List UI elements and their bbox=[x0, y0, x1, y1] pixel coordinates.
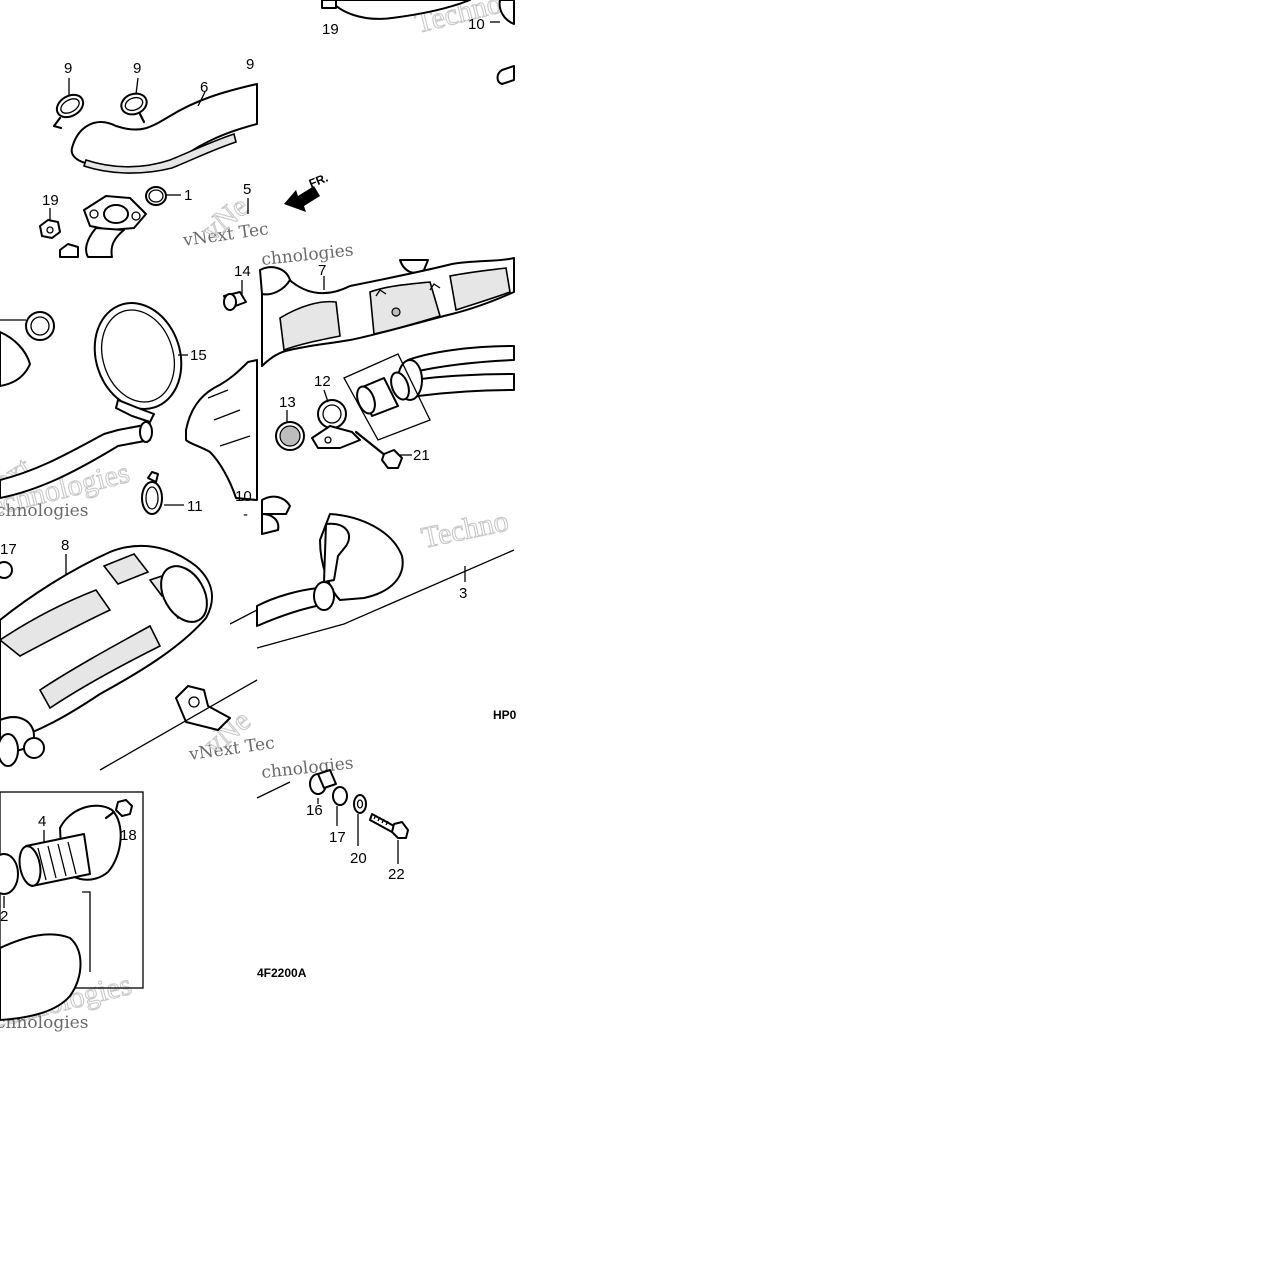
part-label-1: 1 bbox=[184, 187, 192, 204]
part-label-7: 7 bbox=[318, 262, 326, 279]
gasket-part bbox=[0, 853, 19, 895]
watermark-text: chnologies bbox=[260, 753, 354, 783]
washer-part bbox=[332, 786, 348, 806]
tile-top-left bbox=[39, 77, 258, 258]
tile-lower-left bbox=[0, 544, 258, 771]
drawing-code: 4F2200A bbox=[257, 966, 307, 980]
part-label-17: 17 bbox=[329, 829, 346, 846]
muffler-band-part bbox=[93, 302, 183, 423]
exhaust-flange-part bbox=[83, 195, 147, 258]
part-label-19: 19 bbox=[322, 21, 339, 38]
part-label-3: 3 bbox=[459, 585, 467, 602]
spark-arrester-part bbox=[18, 804, 122, 887]
watermark-text: Techno bbox=[419, 504, 512, 555]
part-label-2: 2 bbox=[0, 908, 8, 925]
exhaust-pipe-part bbox=[70, 83, 258, 174]
part-label-layer: 9 9 9 6 19 19 1 5 10 14 7 15 12 13 21 11… bbox=[0, 16, 517, 980]
bolt-part bbox=[354, 430, 403, 469]
tile-center bbox=[259, 257, 515, 515]
part-label-15: 15 bbox=[190, 347, 207, 364]
part-label-12: 12 bbox=[314, 373, 331, 390]
part-label-22: 22 bbox=[388, 866, 405, 883]
part-label-17: 17 bbox=[0, 541, 17, 558]
hose-clamp-part bbox=[120, 92, 148, 124]
front-direction-arrow bbox=[284, 186, 320, 212]
muffler-clamp-part bbox=[311, 399, 361, 449]
part-label-21: 21 bbox=[413, 447, 430, 464]
part-label-14: 14 bbox=[234, 263, 251, 280]
part-label-4: 4 bbox=[38, 813, 46, 830]
part-label-9: 9 bbox=[133, 60, 141, 77]
pipe-joint-part bbox=[356, 371, 410, 417]
watermark-text: chnologies bbox=[260, 240, 354, 270]
direction-label: FR. bbox=[307, 171, 330, 191]
tile-bottom-left bbox=[0, 791, 144, 1021]
exhaust-pipe-part bbox=[0, 421, 153, 499]
drawing-code: HP0 bbox=[493, 708, 517, 722]
hose-clamp-part bbox=[23, 737, 45, 759]
part-label-dash: - bbox=[243, 506, 248, 523]
hose-clamp-part bbox=[52, 93, 85, 130]
part-label-19: 19 bbox=[42, 192, 59, 209]
part-label-8: 8 bbox=[61, 537, 69, 554]
part-label-9: 9 bbox=[64, 60, 72, 77]
part-label-6: 6 bbox=[200, 79, 208, 96]
tile-bottom-middle bbox=[256, 769, 409, 864]
grommet-part bbox=[275, 421, 305, 451]
part-label-20: 20 bbox=[350, 850, 367, 867]
part-label-5: 5 bbox=[243, 181, 251, 198]
nut-part bbox=[39, 219, 61, 239]
hose-clamp-part bbox=[0, 733, 19, 767]
tile-top-middle bbox=[284, 0, 515, 212]
mounting-bracket-part bbox=[175, 685, 231, 731]
tile-middle-right bbox=[256, 513, 515, 649]
part-label-11: 11 bbox=[187, 498, 203, 515]
part-label-10: 10 bbox=[468, 16, 485, 33]
collar-part bbox=[223, 291, 247, 311]
bolt-part bbox=[369, 813, 409, 839]
part-label-9: 9 bbox=[246, 56, 254, 73]
heat-shield-part bbox=[185, 359, 258, 501]
washer-part bbox=[353, 794, 367, 814]
part-label-10: 10 bbox=[235, 488, 252, 505]
part-label-18: 18 bbox=[120, 827, 137, 844]
hose-clamp-part bbox=[25, 311, 55, 341]
exhaust-pipe-part bbox=[259, 257, 515, 367]
hose-clamp-part bbox=[141, 471, 163, 515]
part-label-16: 16 bbox=[306, 802, 323, 819]
watermark-text: chnologies bbox=[0, 501, 88, 521]
muffler-part bbox=[0, 544, 213, 753]
tile-middle-left bbox=[0, 280, 258, 515]
collar-part bbox=[309, 769, 337, 795]
muffler-part bbox=[256, 513, 404, 627]
hose-clamp-part bbox=[0, 561, 13, 579]
bolt-part bbox=[104, 799, 133, 820]
part-label-13: 13 bbox=[279, 394, 296, 411]
pipe-joint-part bbox=[397, 345, 515, 401]
